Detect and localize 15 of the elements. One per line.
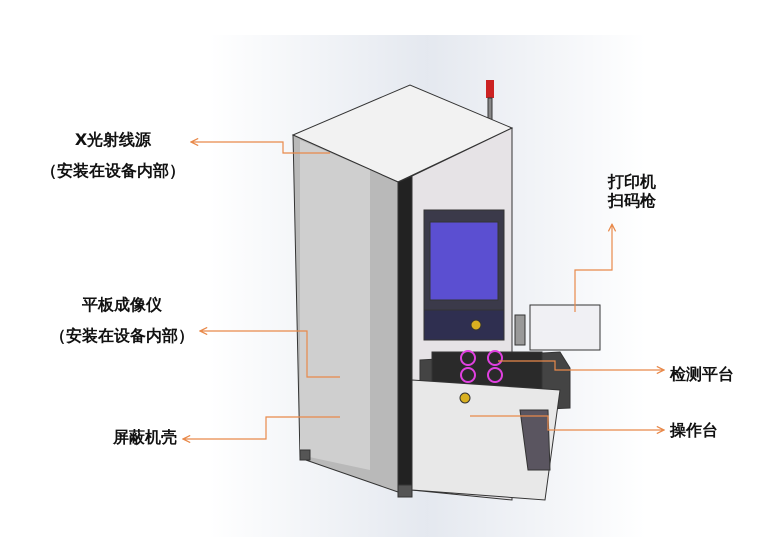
leader-line: [182, 416, 340, 444]
leader-line: [190, 138, 330, 154]
part-label: X光射线源: [74, 130, 152, 149]
leader-line: [199, 326, 340, 378]
note-text: （安装在设备内部）: [41, 161, 185, 180]
leader-line: [574, 224, 616, 312]
part-label: 打印机: [608, 172, 656, 191]
leader-line: [498, 360, 665, 374]
note-text: （安装在设备内部）: [50, 326, 194, 346]
part-label: 操作台: [670, 420, 718, 440]
part-label: 扫码枪: [608, 191, 656, 210]
part-label: 平板成像仪: [81, 294, 163, 314]
part-label: 检测平台: [670, 364, 734, 384]
leader-line: [470, 415, 665, 434]
part-label: 屏蔽机壳: [113, 427, 177, 447]
